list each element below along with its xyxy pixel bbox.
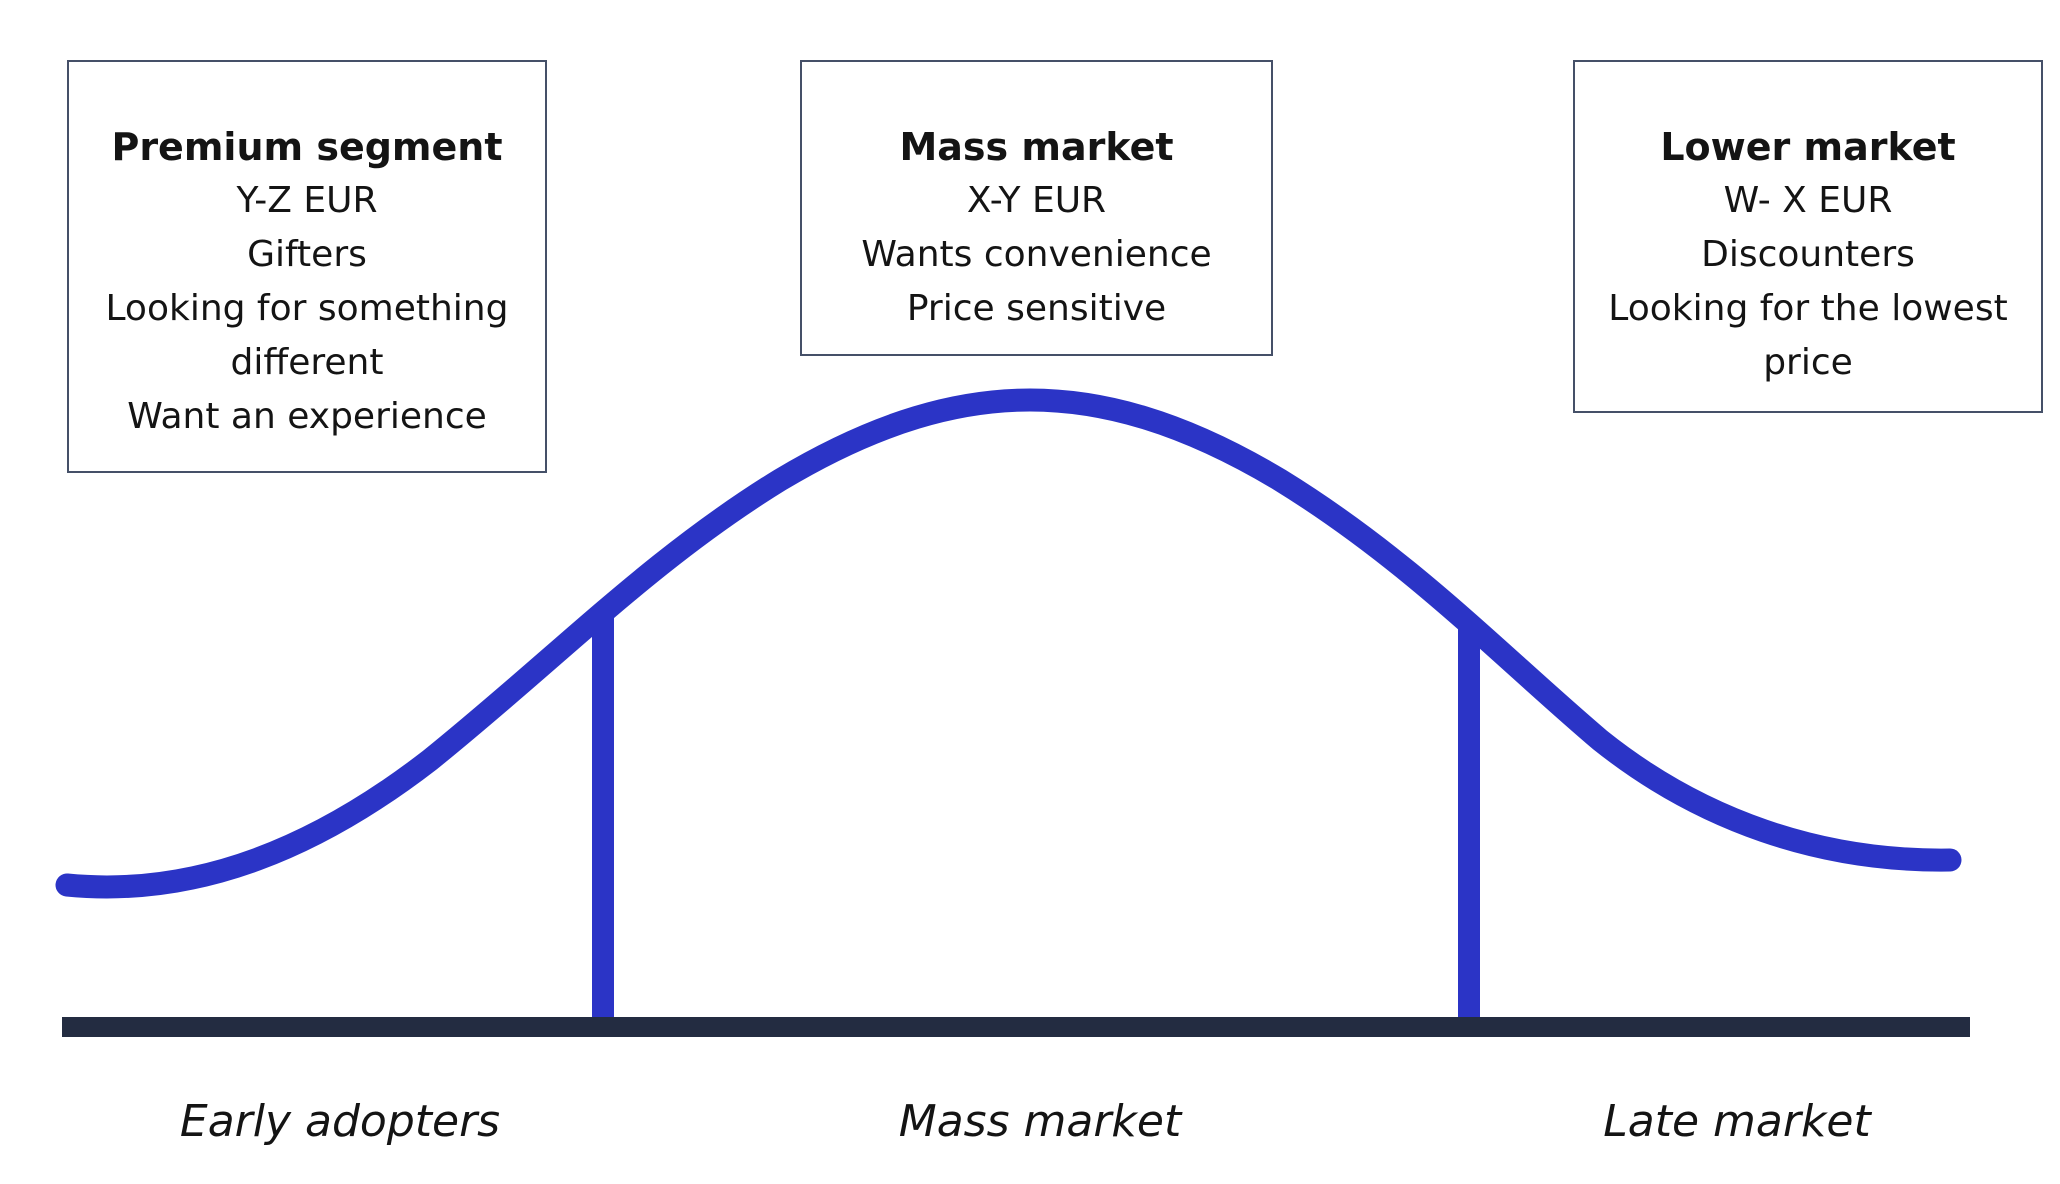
mass-market-line: X-Y EUR — [966, 180, 1107, 221]
lower-market-line: Looking for the lowest price — [1608, 288, 2008, 383]
mass-market-box: Mass market X-Y EUR Wants convenience Pr… — [800, 60, 1273, 356]
axis-label-mass-market: Mass market — [898, 1096, 1182, 1147]
mass-market-title: Mass market — [899, 125, 1174, 169]
axis-label-early-adopters: Early adopters — [179, 1096, 501, 1147]
lower-market-line: W- X EUR — [1723, 180, 1893, 221]
mass-market-line: Price sensitive — [906, 288, 1167, 329]
premium-segment-title: Premium segment — [111, 125, 503, 169]
premium-segment-line: Want an experience — [127, 396, 487, 437]
premium-segment-box: Premium segment Y-Z EUR Gifters Looking … — [67, 60, 547, 473]
premium-segment-line: Gifters — [247, 234, 367, 275]
premium-segment-line: Looking for something different — [105, 288, 509, 383]
lower-market-box: Lower market W- X EUR Discounters Lookin… — [1573, 60, 2043, 413]
lower-market-line: Discounters — [1701, 234, 1915, 275]
axis-label-late-market: Late market — [1603, 1096, 1871, 1147]
mass-market-line: Wants convenience — [861, 234, 1212, 275]
premium-segment-line: Y-Z EUR — [236, 180, 378, 221]
bell-curve — [55, 388, 1962, 899]
lower-market-title: Lower market — [1660, 125, 1956, 169]
